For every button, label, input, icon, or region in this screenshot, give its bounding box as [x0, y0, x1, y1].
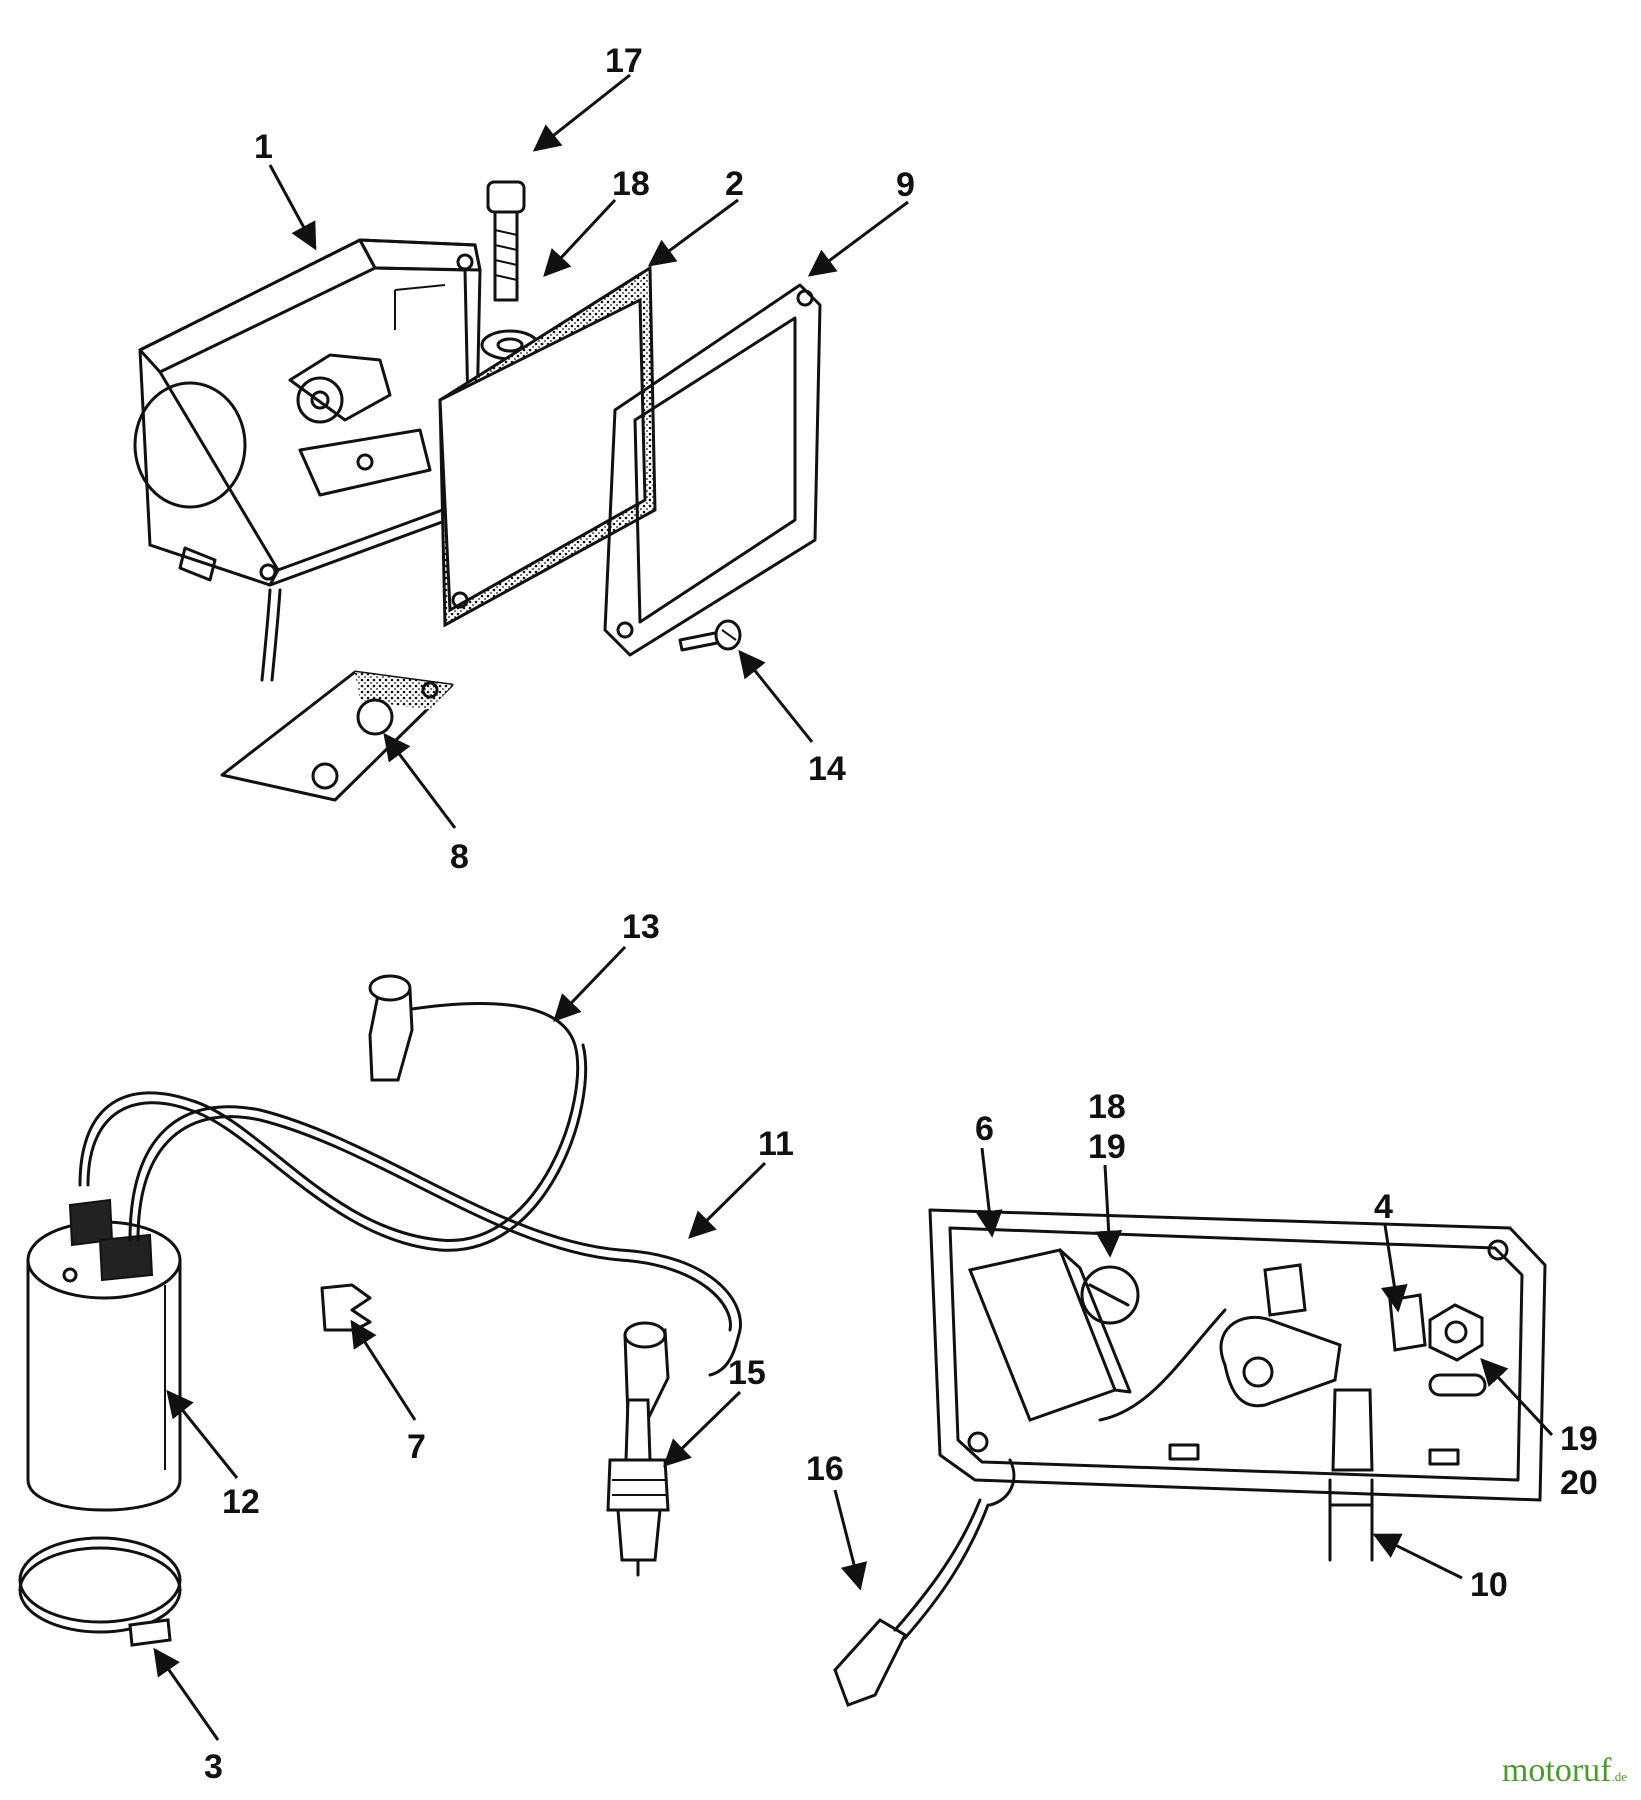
ignition-coil-12: [26, 1198, 182, 1512]
callout-6: 6: [975, 1110, 994, 1148]
callout-12: 12: [222, 1483, 260, 1521]
gasket-9: [603, 283, 822, 657]
cover-2: [438, 265, 657, 628]
screw-14: [678, 619, 742, 652]
callout-arrows: [153, 73, 1554, 1741]
plug-boot-16: [833, 1498, 990, 1707]
breaker-box-assembly: [928, 1208, 1547, 1562]
callout-15: 15: [728, 1354, 766, 1392]
callout-9: 9: [896, 166, 915, 204]
callout-17a: 17: [605, 42, 643, 80]
watermark-logo: motoruf.de: [1501, 1752, 1627, 1789]
breaker-housing: [133, 238, 482, 682]
callout-8: 8: [450, 838, 469, 876]
spark-plug-15: [606, 1398, 670, 1577]
callout-19b: 19: [1560, 1420, 1598, 1458]
callout-labels: 17 1 18 2 9 14 8 13 11 15 7 12 3 16 6 18…: [204, 42, 1598, 1786]
callout-13: 13: [622, 908, 660, 946]
callout-19a: 19: [1088, 1128, 1126, 1166]
callout-4: 4: [1374, 1188, 1393, 1226]
callout-7: 7: [407, 1428, 426, 1466]
callout-1: 1: [254, 128, 273, 166]
callout-20: 20: [1560, 1464, 1598, 1502]
clamp-3: [18, 1536, 182, 1647]
callout-3: 3: [204, 1748, 223, 1786]
callout-11: 11: [758, 1125, 794, 1163]
clip-7: [320, 1283, 372, 1332]
screw-17: [486, 180, 526, 302]
callout-16: 16: [806, 1450, 844, 1488]
callout-18b: 18: [1088, 1088, 1126, 1126]
callout-18a: 18: [612, 165, 650, 203]
insulator-8: [220, 670, 454, 802]
callout-14: 14: [808, 750, 846, 788]
callout-2: 2: [725, 165, 744, 203]
callout-10: 10: [1470, 1566, 1508, 1604]
